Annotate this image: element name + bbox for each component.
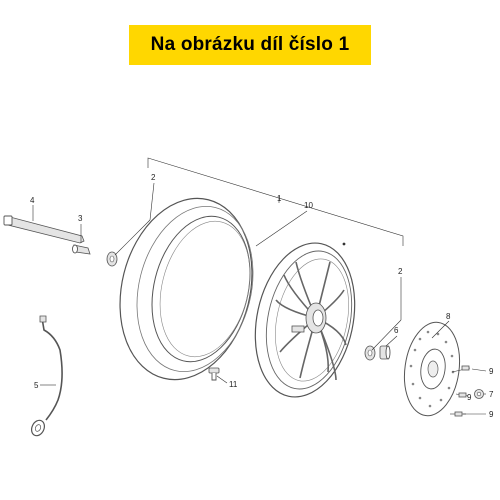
leader-lines bbox=[32, 182, 487, 415]
part-banner: Na obrázku díl číslo 1 bbox=[129, 25, 371, 65]
callout-11: 11 bbox=[229, 380, 238, 389]
callout-10: 10 bbox=[304, 201, 313, 210]
tire[interactable] bbox=[102, 184, 271, 394]
tire-valve[interactable] bbox=[208, 367, 220, 381]
callout-2-left: 2 bbox=[151, 173, 156, 182]
speedometer-cable[interactable] bbox=[29, 315, 63, 438]
callout-9-bottom: 9 bbox=[489, 410, 494, 419]
callout-9-middle: 9 bbox=[467, 393, 472, 402]
bearing-left[interactable] bbox=[106, 251, 118, 267]
callout-6: 6 bbox=[394, 326, 399, 335]
callout-5: 5 bbox=[34, 381, 39, 390]
callout-9-top: 9 bbox=[489, 367, 494, 376]
disc-holes bbox=[409, 330, 455, 408]
disc-nut[interactable] bbox=[474, 389, 484, 399]
disc-bolts[interactable] bbox=[450, 365, 471, 417]
brake-disc[interactable] bbox=[399, 319, 466, 420]
callout-7: 7 bbox=[489, 390, 494, 399]
wheel-rim[interactable] bbox=[242, 234, 368, 407]
callout-1: 1 bbox=[277, 194, 282, 203]
callout-8: 8 bbox=[446, 312, 451, 321]
callout-2-right: 2 bbox=[398, 267, 403, 276]
callout-labels: 1 2 2 3 4 5 6 7 8 9 9 9 10 11 bbox=[30, 173, 494, 419]
callout-3: 3 bbox=[78, 214, 83, 223]
assembly-bracket bbox=[147, 157, 404, 246]
front-axle[interactable] bbox=[3, 215, 85, 244]
right-spacer[interactable] bbox=[379, 345, 391, 360]
axle-spacer[interactable] bbox=[72, 244, 91, 255]
callout-4: 4 bbox=[30, 196, 35, 205]
